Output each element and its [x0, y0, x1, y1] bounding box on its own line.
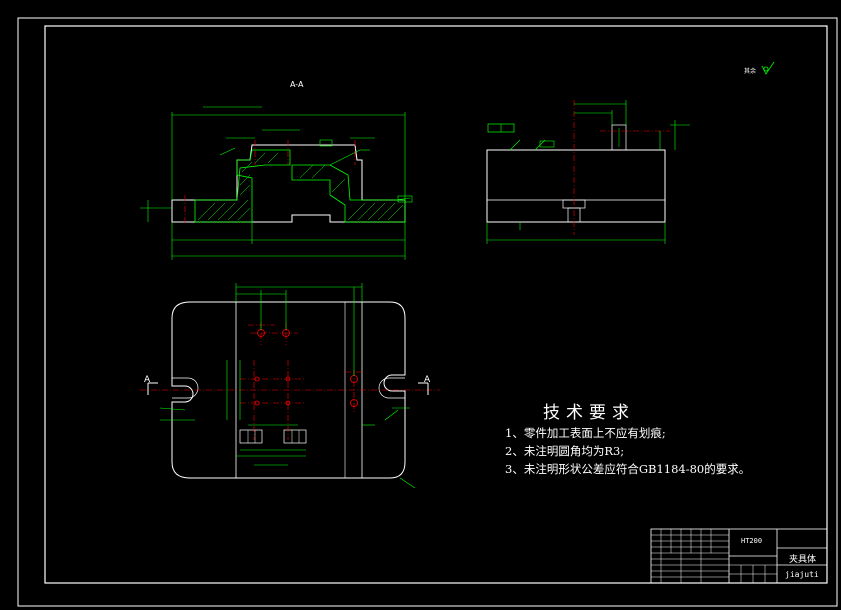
cut-marker-lines: [147, 382, 429, 395]
section-view: [140, 106, 413, 260]
tech-requirement-3: 3、未注明形状公差应符合GB1184-80的要求。: [505, 462, 751, 476]
plan-outline: [171, 301, 406, 479]
side-outline: [486, 149, 666, 223]
cut-marker-left: A: [144, 375, 151, 385]
section-label: A-A: [290, 80, 304, 89]
datum-box-2: [397, 195, 413, 203]
roughness-note: 其余: [744, 68, 757, 75]
tech-requirements-title: 技术要求: [543, 403, 635, 423]
inner-frame: [44, 25, 828, 584]
plan-holes: [254, 329, 358, 407]
title-block-material: HT200: [741, 537, 763, 545]
section-hatch-right: [291, 164, 406, 223]
datum-box-1: [319, 139, 333, 147]
section-dimensions: [140, 106, 411, 260]
section-outline: [171, 144, 406, 223]
title-block-drawing-code: jiajuti: [785, 570, 819, 579]
title-block: [650, 528, 828, 584]
roughness-symbol: [761, 61, 775, 75]
section-hatch-lines: [197, 152, 404, 221]
plan-centerlines: [140, 322, 440, 440]
tech-requirement-2: 2、未注明圆角均为R3;: [505, 444, 625, 458]
plan-dimensions: [159, 283, 416, 489]
section-hatch-left: [194, 149, 291, 223]
outer-frame: [17, 17, 838, 607]
title-block-part-name: 夹具体: [789, 555, 817, 565]
tech-requirement-1: 1、零件加工表面上不应有划痕;: [505, 426, 666, 440]
cut-marker-right: A: [424, 375, 431, 385]
plan-view: [140, 283, 440, 489]
side-view: [486, 100, 690, 244]
side-dimensions: [486, 100, 690, 244]
section-centerlines: [184, 140, 356, 225]
